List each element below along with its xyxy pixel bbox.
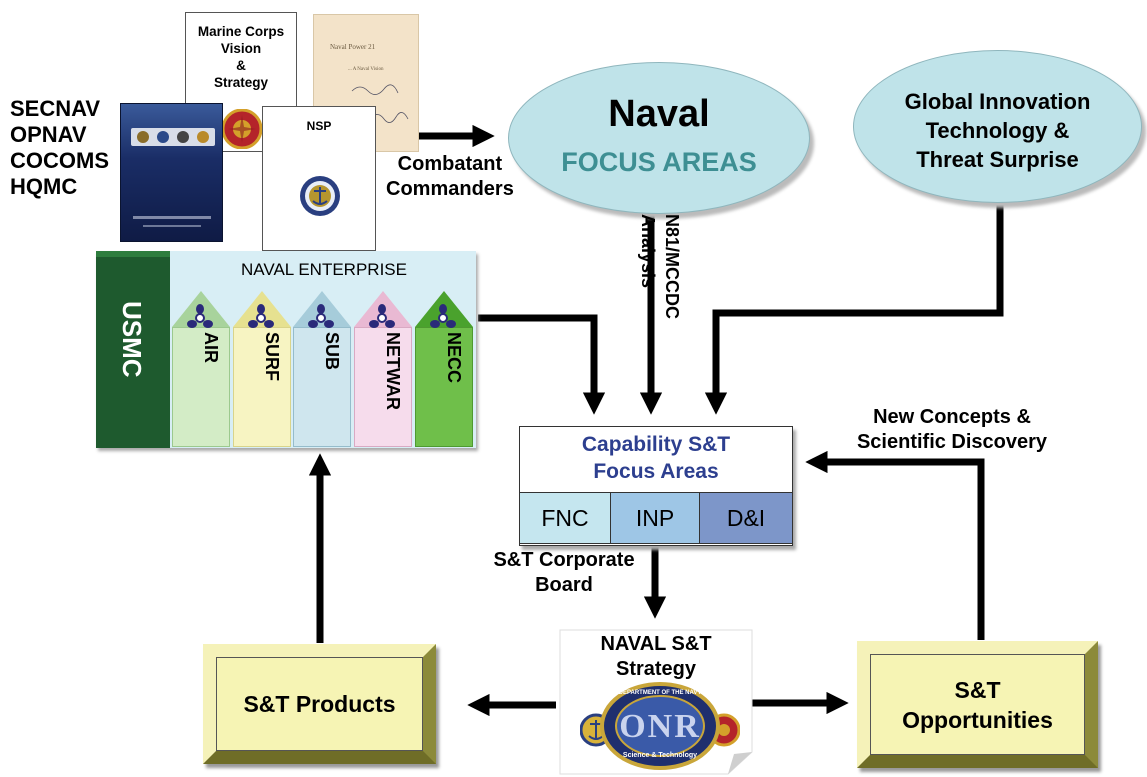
naval-focus-areas-ellipse: Naval FOCUS AREAS — [508, 62, 810, 214]
pillar-surf: SURF — [233, 327, 291, 447]
source-label: OPNAV — [10, 122, 87, 147]
cell-inp: INP — [610, 492, 700, 544]
opportunities-line: Opportunities — [902, 706, 1053, 733]
strategy-title: NAVAL S&T Strategy — [566, 632, 746, 682]
onr-seal-top-text: DEPARTMENT OF THE NAVY — [618, 690, 702, 696]
usmc-emblem-icon — [222, 109, 262, 149]
analysis-line: Analysis — [638, 214, 658, 289]
pillar-label: AIR — [201, 332, 221, 363]
global-innovation-ellipse: Global Innovation Technology & Threat Su… — [853, 50, 1142, 203]
navy-seal-icon — [300, 176, 340, 216]
nsp-document: NSP — [262, 106, 376, 251]
onr-seal-center-text: ONR — [619, 708, 701, 745]
combatant-line: Commanders — [386, 178, 514, 200]
pillar-label: NETWAR — [383, 332, 403, 410]
st-products-box: S&T Products — [203, 644, 436, 764]
onr-seal-bottom-text: Science & Technology — [622, 752, 698, 759]
arrow-enterprise-to-capability — [478, 314, 606, 415]
naval-power-subtitle: ... A Naval Vision — [348, 67, 384, 72]
propeller-icon — [369, 304, 395, 328]
st-opportunities-label: S&T Opportunities — [870, 654, 1085, 755]
st-opportunities-box: S&T Opportunities — [857, 641, 1098, 768]
nsp-title: NSP — [306, 119, 332, 133]
naval-title: Naval — [608, 93, 710, 135]
focus-areas-title: FOCUS AREAS — [561, 147, 757, 177]
combatant-line: Combatant — [397, 153, 503, 175]
arrow-global-to-capability — [704, 205, 1004, 415]
concepts-line: Scientific Discovery — [856, 431, 1048, 453]
combatant-commanders-label: Combatant Commanders — [386, 152, 514, 202]
mc-vision-line: & — [236, 58, 246, 73]
seal-row-icon — [137, 131, 209, 143]
propeller-icon — [308, 304, 334, 328]
pillar-label: NECC — [444, 332, 464, 384]
naval-enterprise-title: NAVAL ENTERPRISE — [241, 260, 407, 279]
board-line: S&T Corporate — [493, 549, 635, 571]
global-line: Global Innovation — [904, 89, 1091, 114]
pillar-label: SURF — [262, 332, 282, 381]
capability-title-line: Capability S&T — [581, 433, 731, 456]
naval-power-title: Naval Power 21 — [330, 43, 376, 51]
strategy-book-document — [120, 103, 223, 242]
global-innovation-text: Global Innovation Technology & Threat Su… — [854, 87, 1141, 174]
cell-fnc: FNC — [519, 492, 611, 544]
propeller-icon — [248, 304, 274, 328]
opportunities-line: S&T — [954, 676, 1001, 703]
propeller-icon — [187, 304, 213, 328]
mc-vision-line: Marine Corps — [197, 24, 285, 39]
capability-title-line: Focus Areas — [593, 460, 719, 483]
global-line: Technology & — [925, 118, 1070, 143]
mc-vision-line: Vision — [220, 41, 262, 56]
source-label: SECNAV — [10, 96, 101, 121]
usmc-label: USMC — [117, 301, 147, 378]
mc-vision-title: Marine Corps Vision & Strategy — [186, 23, 296, 91]
pillar-necc: NECC — [415, 327, 473, 447]
cell-di: D&I — [699, 492, 793, 544]
pillar-netwar: NETWAR — [354, 327, 412, 447]
mc-vision-line: Strategy — [213, 75, 269, 90]
st-products-label: S&T Products — [216, 657, 423, 751]
source-label: COCOMS — [10, 148, 109, 173]
pillar-sub: SUB — [293, 327, 351, 447]
source-labels: SECNAV OPNAV COCOMS HQMC — [10, 96, 109, 200]
pillar-label: SUB — [322, 332, 342, 371]
strategy-line: Strategy — [615, 658, 697, 680]
new-concepts-label: New Concepts & Scientific Discovery — [832, 405, 1072, 455]
analysis-label: N81/MCCDC Analysis — [624, 214, 684, 344]
source-label: HQMC — [10, 174, 78, 199]
book-band — [131, 128, 215, 146]
arrow-opportunities-to-capability — [805, 450, 985, 640]
board-line: Board — [535, 574, 593, 596]
corporate-board-label: S&T Corporate Board — [478, 548, 650, 598]
usmc-pillar: USMC — [96, 251, 170, 448]
capability-title: Capability S&T Focus Areas — [520, 431, 792, 485]
strategy-line: NAVAL S&T — [600, 633, 712, 655]
onr-seal-icon — [580, 682, 740, 770]
propeller-icon — [430, 304, 456, 328]
pillar-air: AIR — [172, 327, 230, 447]
concepts-line: New Concepts & — [873, 406, 1031, 428]
analysis-line: N81/MCCDC — [662, 214, 682, 320]
global-line: Threat Surprise — [916, 147, 1079, 172]
